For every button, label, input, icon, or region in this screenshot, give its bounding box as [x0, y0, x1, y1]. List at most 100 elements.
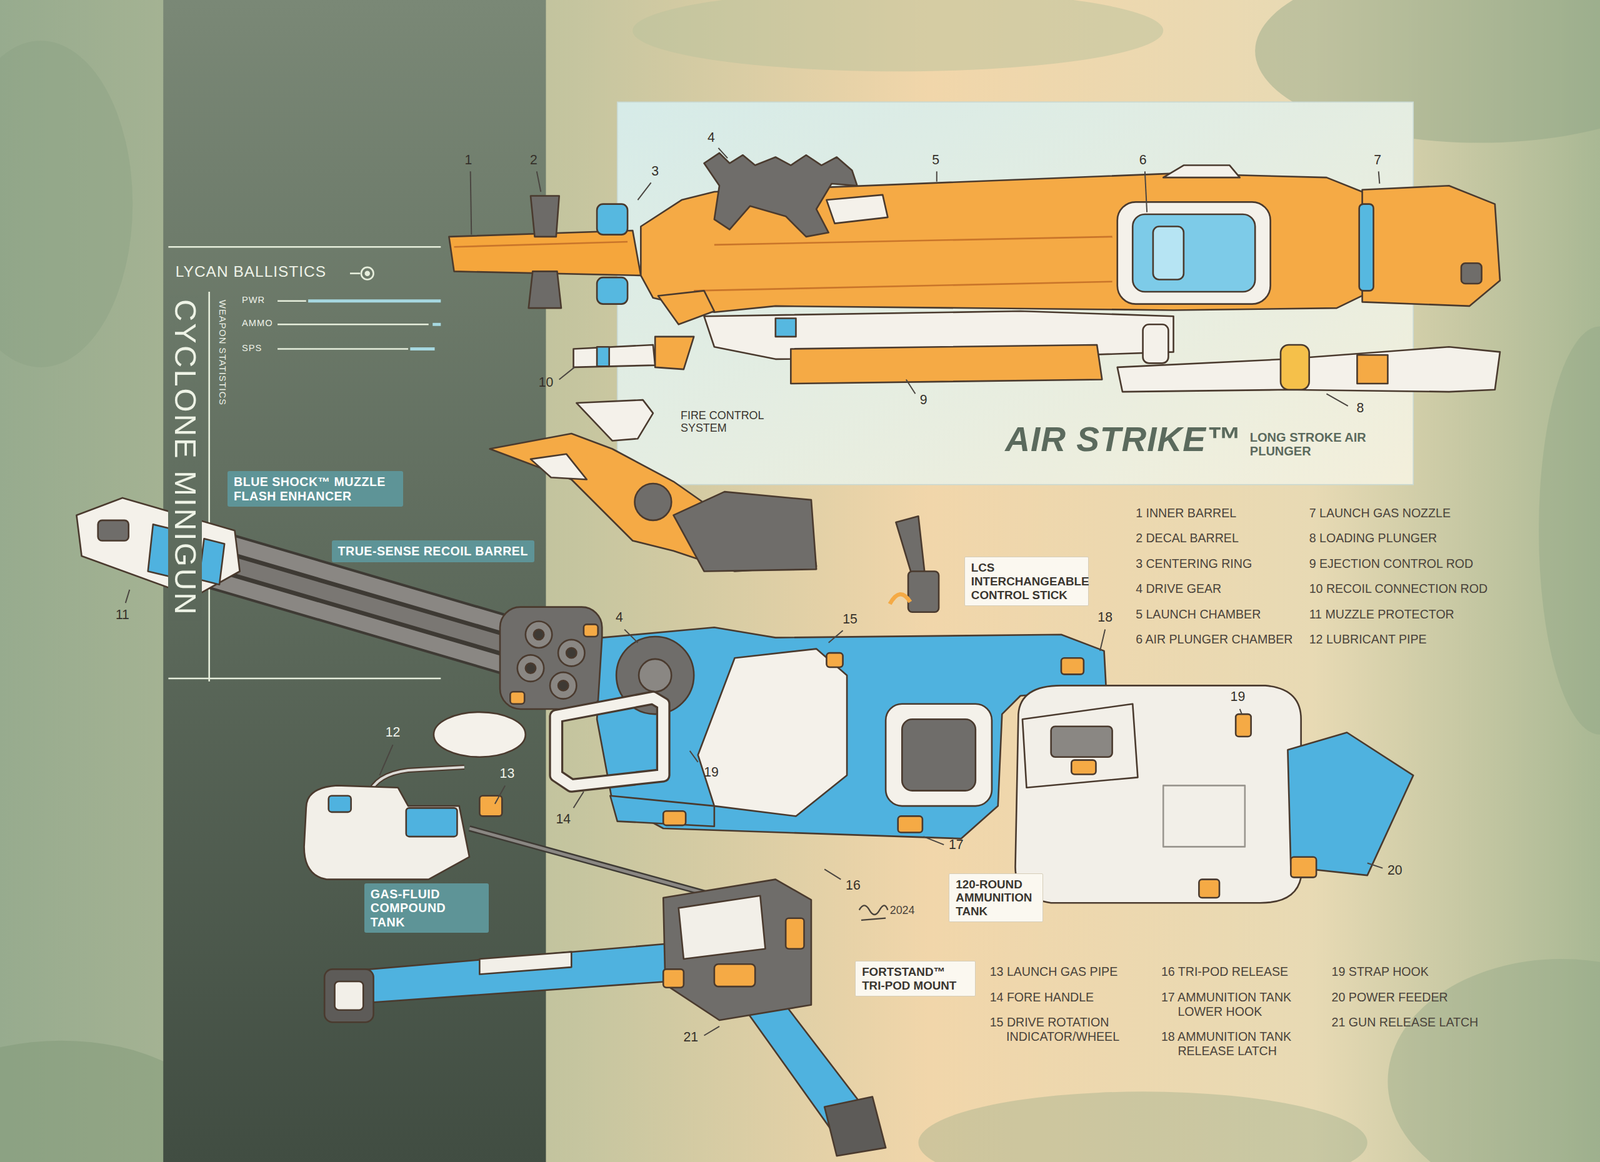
callout-text: TRUE-SENSE RECOIL BARREL [338, 544, 529, 559]
part-list-item: 17 AMMUNITION TANK LOWER HOOK [1161, 990, 1325, 1019]
leader-lines [906, 379, 916, 394]
callout-box: BLUE SHOCK™ MUZZLE FLASH ENHANCER [227, 471, 404, 507]
air-strike-plunger [1359, 204, 1374, 292]
air-strike-plunger [790, 345, 1102, 384]
product-name: CYCLONE MINIGUN [168, 295, 202, 621]
tripod-mount [324, 880, 886, 1157]
air-strike-plunger [454, 241, 629, 247]
air-strike-plunger [1163, 165, 1240, 179]
minigun-body [885, 704, 992, 807]
air-strike-plunger [826, 195, 888, 224]
stat-bars [308, 299, 441, 303]
air-strike-plunger [528, 271, 562, 309]
leader-lines [1378, 171, 1380, 184]
callout-text: BLUE SHOCK™ MUZZLE FLASH ENHANCER [233, 475, 397, 504]
part-list-item: 14 FORE HANDLE [990, 990, 1154, 1005]
ammunition-tank [1051, 726, 1113, 758]
part-list-item: 13 LAUNCH GAS PIPE [990, 965, 1154, 980]
callout-number: 19 [1230, 689, 1246, 705]
part-list-item: 1 INNER BARREL [1135, 506, 1304, 521]
air-strike-plunger [1117, 201, 1271, 304]
gas-fluid-tank [469, 828, 715, 897]
gas-fluid-tank [469, 828, 715, 897]
callout-number: 10 [538, 375, 554, 390]
frame-lines [208, 291, 210, 682]
minigun-body [433, 712, 526, 758]
frame-lines [277, 348, 409, 350]
ammunition-tank [1198, 880, 1220, 899]
callout-number: 17 [948, 837, 964, 853]
part-list-item: 21 GUN RELEASE LATCH [1331, 1015, 1511, 1030]
callout-number: 11 [115, 607, 130, 623]
callout-number: 2 [530, 152, 538, 168]
tripod-mount [663, 969, 684, 988]
callout-number: 1 [464, 152, 472, 168]
minigun-body [1061, 658, 1084, 675]
callout-number: 19 [703, 765, 719, 780]
background-ground [1387, 959, 1600, 1162]
tripod-mount [785, 918, 804, 950]
part-list-item: 5 LAUNCH CHAMBER [1135, 607, 1304, 622]
ammunition-tank [1071, 760, 1096, 775]
air-strike-plunger [530, 196, 560, 237]
control-stick [890, 594, 911, 605]
minigun-body [638, 659, 672, 692]
minigun-body [583, 624, 599, 637]
ammunition-tank [1235, 714, 1251, 737]
callout-number: 4 [615, 610, 624, 625]
callout-box: GAS-FLUID COMPOUND TANK [364, 883, 489, 934]
fire-control-system [635, 483, 672, 521]
callout-number: 5 [931, 152, 940, 168]
minigun-body [663, 811, 686, 826]
tripod-mount [336, 944, 669, 1006]
frame-lines [168, 678, 441, 680]
frame-lines [277, 300, 307, 302]
fire-control-system [673, 491, 817, 572]
callout-number: 21 [683, 1030, 699, 1045]
minigun-body [610, 796, 715, 827]
minigun-body [898, 816, 923, 833]
leader-lines [1240, 709, 1242, 715]
callout-text: GAS-FLUID COMPOUND TANK [370, 887, 483, 930]
part-list-item: 11 MUZZLE PROTECTOR [1309, 607, 1494, 622]
callout-number: 9 [920, 392, 928, 408]
fire-control-system [490, 433, 817, 572]
callout-number: 16 [845, 878, 861, 894]
callout-number: 18 [1097, 610, 1113, 625]
control-stick [895, 516, 925, 577]
callout-number: 8 [1356, 400, 1364, 416]
callout-number: 15 [842, 611, 858, 627]
background-ground [0, 40, 133, 368]
air-strike-plunger [1356, 355, 1388, 384]
air-strike-plunger [704, 153, 858, 237]
callout-box: TRUE-SENSE RECOIL BARREL [331, 540, 535, 563]
signature-year: 2024 [890, 904, 915, 918]
leader-lines [125, 590, 130, 604]
control-stick [908, 571, 939, 612]
stats-heading: WEAPON STATISTICS [216, 300, 228, 406]
tripod-mount [335, 981, 364, 1011]
air-strike-plunger [693, 281, 1112, 292]
background-ground [918, 1091, 1367, 1162]
part-list-item: 4 DRIVE GEAR [1135, 581, 1304, 597]
leader-lines [936, 171, 938, 182]
callout-number: 7 [1373, 152, 1382, 168]
part-list-item: 16 TRI-POD RELEASE [1161, 965, 1325, 980]
part-list-item: 10 RECOIL CONNECTION ROD [1309, 581, 1494, 597]
air-strike-panel: AIR STRIKE™LONG STROKE AIR PLUNGER [617, 101, 1414, 485]
minigun-body [533, 630, 544, 640]
frame-lines [365, 271, 370, 276]
control-stick [890, 516, 939, 613]
part-list-item: 7 LAUNCH GAS NOZZLE [1309, 506, 1494, 521]
leader-lines [1100, 630, 1105, 652]
minigun-body [550, 672, 577, 699]
leader-lines [923, 836, 945, 845]
part-list-item: 15 DRIVE ROTATION INDICATOR/WHEEL [990, 1015, 1154, 1044]
gas-fluid-tank [406, 808, 458, 837]
air-strike-plunger [1153, 226, 1184, 280]
leader-lines [718, 148, 728, 159]
ammunition-tank [1015, 685, 1414, 904]
minigun-muzzle [76, 498, 240, 597]
part-list-item: 19 STRAP HOOK [1331, 965, 1511, 980]
callout-text: FORTSTAND™ TRI-POD MOUNT [861, 965, 969, 993]
